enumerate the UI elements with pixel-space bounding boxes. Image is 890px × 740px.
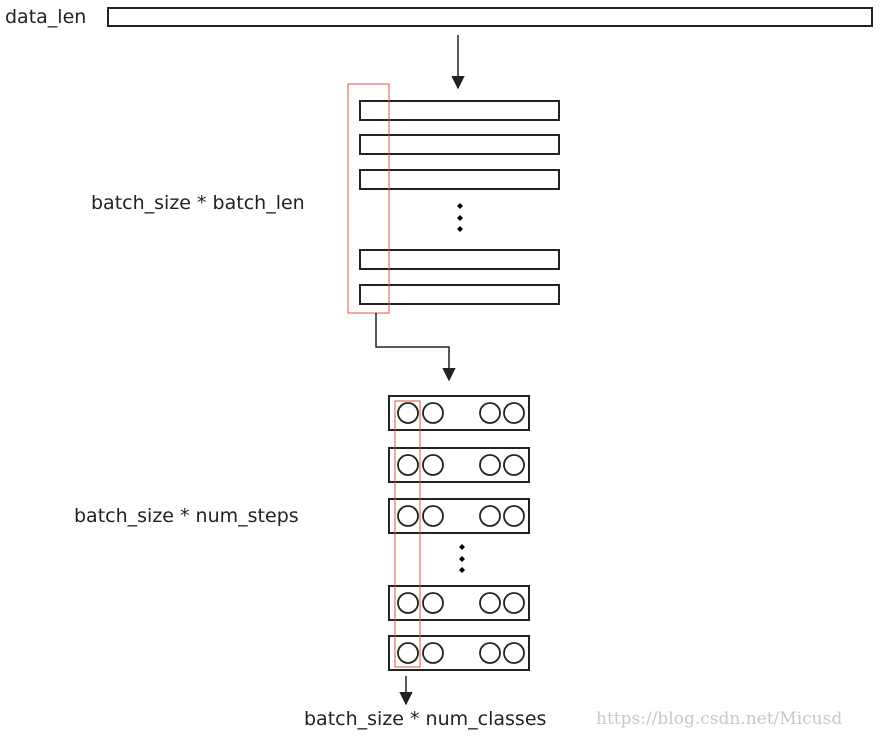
batch-size-batch-len-label: batch_size * batch_len [91, 192, 305, 214]
step-row [388, 498, 530, 534]
batch-bar [359, 169, 560, 190]
data-len-bar [107, 7, 873, 27]
batch-bar [359, 249, 560, 270]
arrow-batches-to-steps [375, 313, 456, 382]
batch-size-num-classes-label: batch_size * num_classes [304, 708, 547, 730]
data-len-label: data_len [5, 6, 87, 28]
batch-bar [359, 284, 560, 305]
vertical-ellipsis [457, 203, 463, 232]
watermark-url: https://blog.csdn.net/Micusd [596, 709, 843, 729]
highlight-window-batches [347, 83, 390, 314]
highlight-window-steps [394, 400, 421, 668]
batch-bar [359, 100, 560, 121]
step-row [388, 585, 530, 621]
vertical-ellipsis [459, 544, 465, 573]
step-row [388, 395, 530, 431]
batch-size-num-steps-label: batch_size * num_steps [74, 505, 299, 527]
step-row [388, 447, 530, 483]
batch-bar [359, 134, 560, 155]
step-row [388, 635, 530, 671]
